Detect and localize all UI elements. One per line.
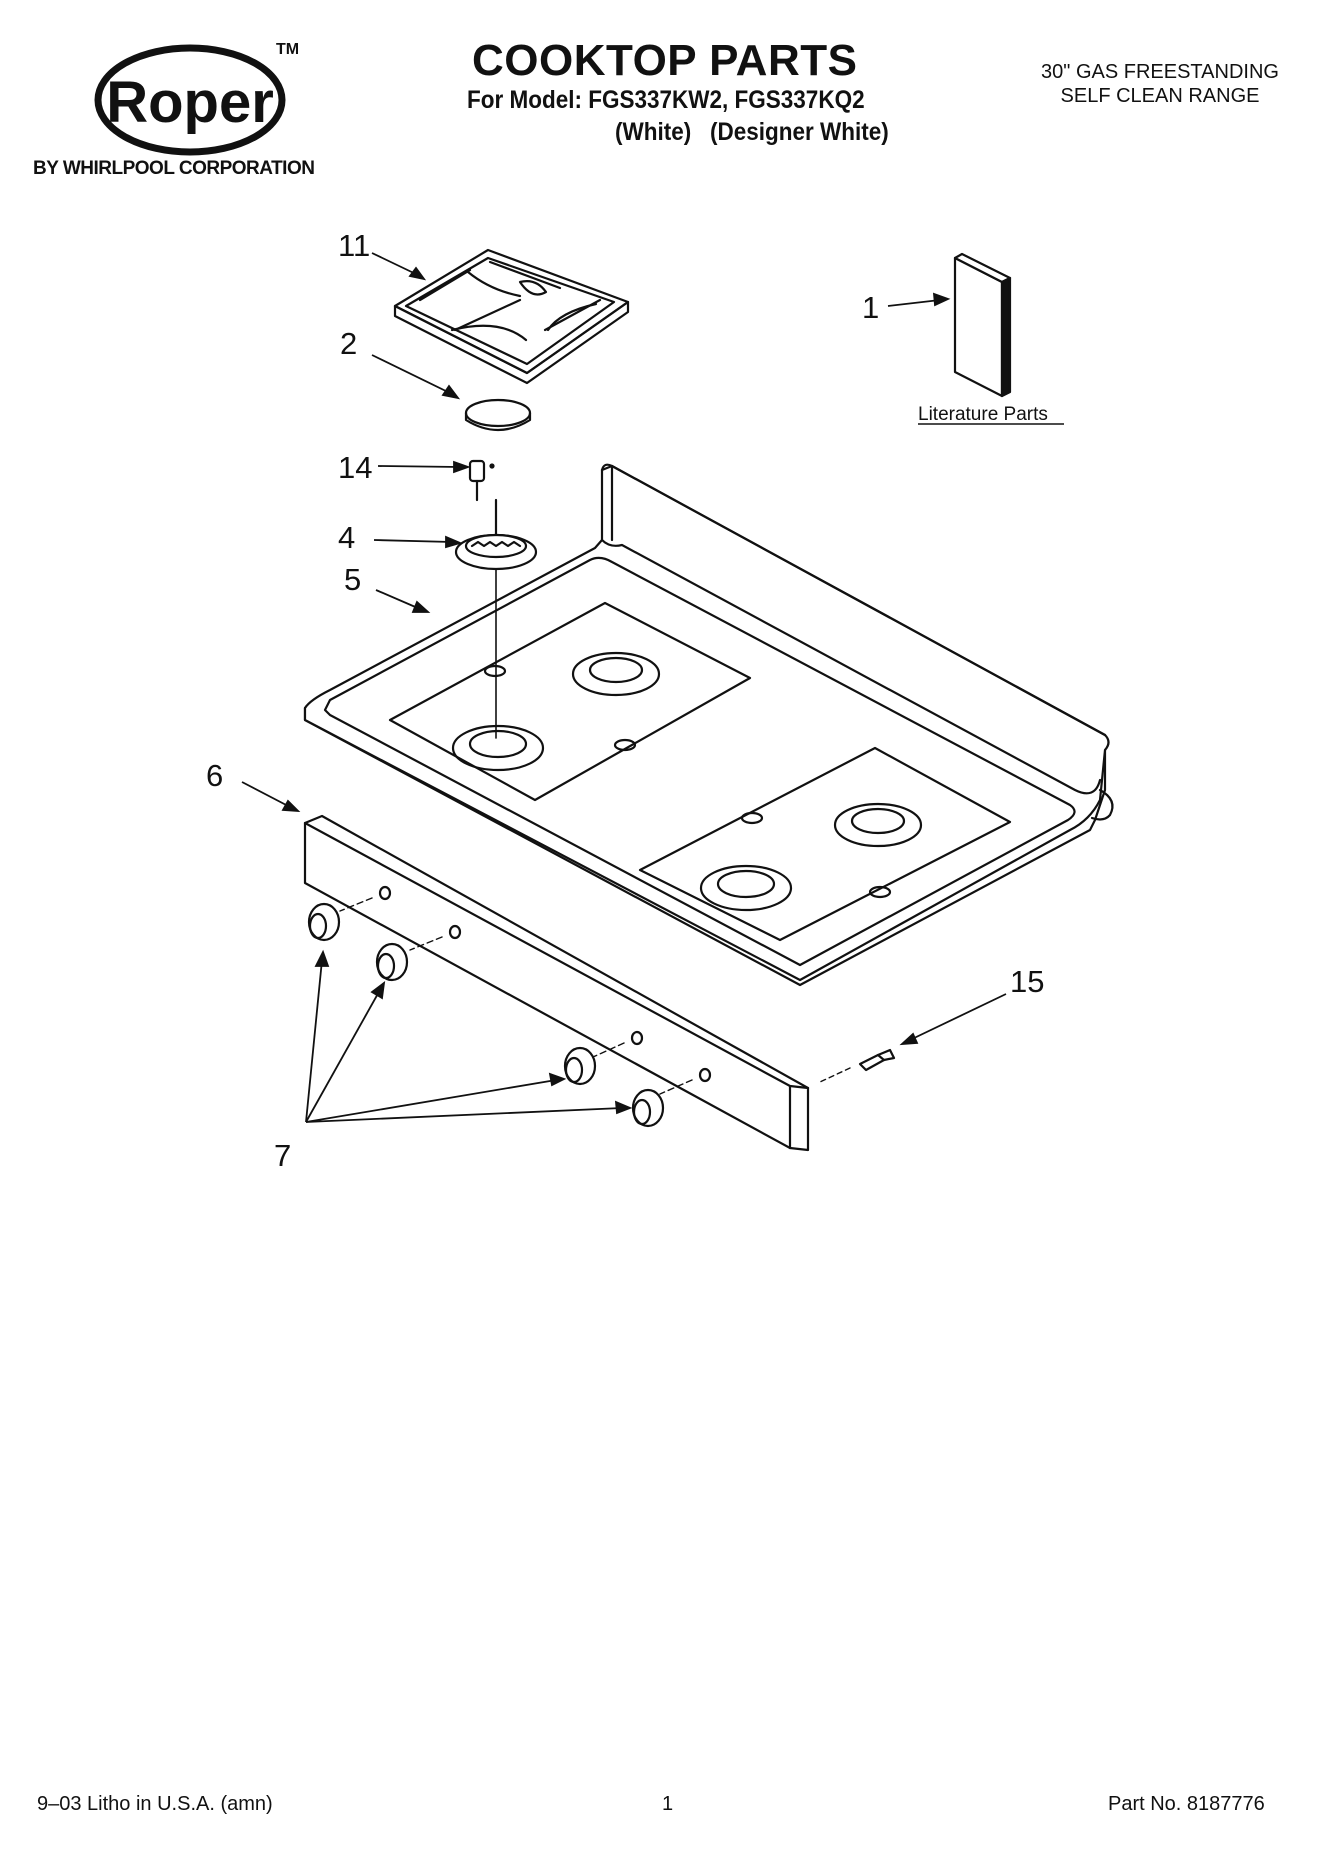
leader-15 (899, 993, 1007, 1046)
literature-booklet (953, 252, 1012, 398)
product-line-1: 30" GAS FREESTANDING (1041, 61, 1279, 83)
callout-6: 6 (206, 758, 223, 793)
control-panel (303, 814, 810, 1152)
knob-1 (307, 902, 341, 942)
part-number: Part No. 8187776 (1108, 1793, 1265, 1815)
igniter-electrode (468, 459, 495, 502)
leader-7 (305, 949, 633, 1123)
trademark-mark: TM (276, 41, 299, 58)
knob-2 (375, 942, 409, 982)
leader-4 (373, 535, 463, 549)
leader-1 (887, 292, 951, 307)
roper-logo: Roper TM (94, 41, 299, 156)
callout-1: 1 (862, 290, 879, 325)
logo-wordmark: Roper (106, 70, 274, 135)
knob-4 (631, 1088, 665, 1128)
leader-14 (377, 460, 471, 474)
knob-3 (563, 1046, 597, 1086)
callout-15: 15 (1010, 964, 1044, 999)
page-number: 1 (662, 1793, 674, 1815)
control-knobs (307, 902, 665, 1128)
page-title: COOKTOP PARTS (472, 36, 858, 85)
callout-4: 4 (338, 520, 355, 555)
litho-note: 9–03 Litho in U.S.A. (amn) (37, 1793, 273, 1815)
callout-5: 5 (344, 562, 361, 597)
burner-cap (464, 398, 532, 431)
literature-parts-label: Literature Parts (918, 404, 1048, 425)
leader-11 (371, 252, 427, 281)
callout-14: 14 (338, 450, 372, 485)
burner-grate (393, 248, 630, 385)
leader-6 (241, 781, 301, 813)
cooktop-main (303, 463, 1114, 987)
burner-head (454, 498, 538, 571)
variant-line: (White) (Designer White) (615, 118, 889, 146)
byline: BY WHIRLPOOL CORPORATION (33, 158, 315, 179)
leader-2 (371, 354, 461, 400)
callout-7: 7 (274, 1138, 291, 1173)
leader-5 (375, 589, 431, 613)
mounting-screw (819, 1048, 896, 1083)
product-line-2: SELF CLEAN RANGE (1060, 85, 1260, 107)
callout-11: 11 (338, 228, 370, 263)
product-description: 30" GAS FREESTANDING SELF CLEAN RANGE (1000, 60, 1320, 108)
callout-2: 2 (340, 326, 357, 361)
model-line: For Model: FGS337KW2, FGS337KQ2 (467, 86, 865, 114)
